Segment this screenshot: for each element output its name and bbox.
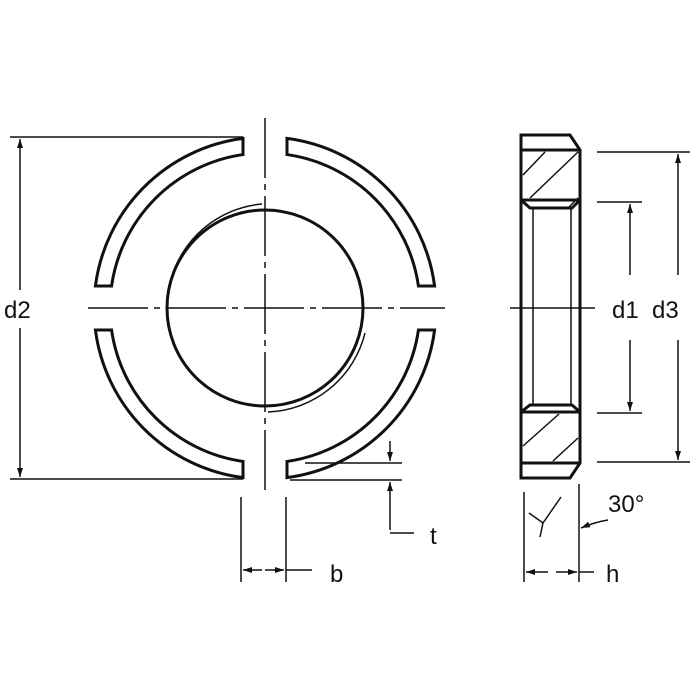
front-view — [88, 118, 445, 495]
thread-arc-lower — [267, 332, 366, 413]
hatch-line — [522, 413, 560, 447]
hatch-line — [567, 197, 579, 209]
ring-segment — [93, 328, 245, 480]
b-label: b — [330, 561, 343, 588]
angle-annotation: 30° — [528, 491, 644, 538]
b-dimension: b — [240, 497, 343, 588]
hatch-line — [529, 151, 579, 199]
d3-label: d3 — [652, 297, 679, 324]
hatch-line — [552, 437, 579, 462]
hatch-line — [522, 151, 546, 176]
ring-segment — [285, 328, 437, 480]
d1-label: d1 — [612, 297, 639, 324]
d1-d3-dimensions: d1 d3 — [597, 151, 690, 463]
thread-arc-upper — [169, 203, 263, 284]
ring-segment — [93, 136, 245, 288]
h-dimension: h — [523, 484, 619, 588]
t-dimension: t — [290, 441, 437, 550]
t-label: t — [430, 523, 437, 550]
angle-label: 30° — [608, 491, 644, 518]
ring-segment — [285, 136, 437, 288]
d2-dimension: d2 — [4, 136, 243, 480]
d2-label: d2 — [4, 297, 31, 324]
h-label: h — [606, 561, 619, 588]
side-view — [510, 133, 595, 480]
